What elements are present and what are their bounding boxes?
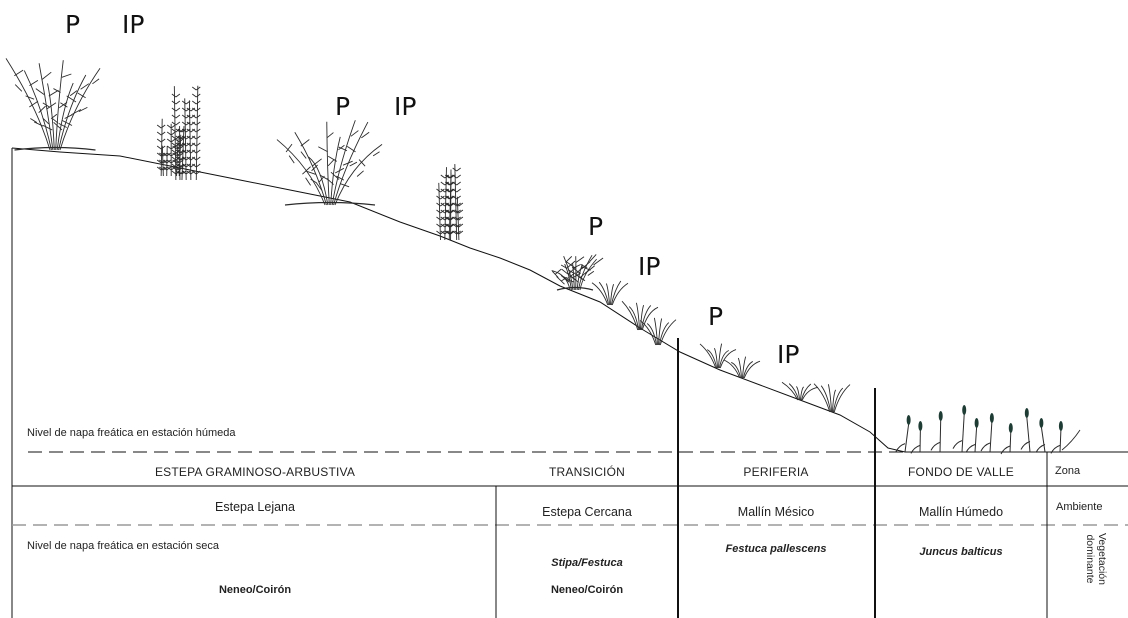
plant-label-p-3: P (588, 212, 603, 241)
zone-periferia: PERIFERIA (678, 465, 874, 479)
rush-juncus-4 (953, 405, 966, 452)
grass-p-4b (724, 357, 760, 378)
plant-label-ip-2: IP (394, 92, 416, 121)
rush-juncus-10 (1051, 421, 1063, 453)
herb-ip-1 (172, 86, 200, 180)
rush-juncus-8 (1021, 408, 1030, 452)
ambiente-estepa-lejana: Estepa Lejana (14, 500, 496, 514)
grass-ip-3 (622, 301, 658, 330)
vegetation-transicion-neneo-coiron: Neneo/Coirón (497, 584, 677, 596)
rush-juncus-2 (911, 421, 922, 453)
vegetation-transicion-stipa-festuca: Stipa/Festuca (497, 557, 677, 569)
ambiente-mallin-mesico: Mallín Mésico (678, 505, 874, 519)
plant-label-ip-3: IP (638, 252, 660, 281)
vegetation-fondo-juncus-balticus: Juncus balticus (875, 546, 1047, 558)
rush-juncus-5 (966, 418, 979, 453)
wet-season-water-table-label: Nivel de napa freática en estación húmed… (27, 427, 236, 439)
shrub-p-2 (277, 120, 382, 205)
vegetation-periferia-festuca-pallescens: Festuca pallescens (678, 543, 874, 555)
shrub-p-1 (6, 58, 100, 150)
rush-juncus-6 (981, 413, 994, 452)
plant-label-p-1: P (65, 10, 80, 39)
plant-label-p-4: P (708, 302, 723, 331)
rush-juncus-1 (896, 415, 911, 452)
row-header-ambiente: Ambiente (1056, 501, 1102, 513)
rush-leaf (1062, 430, 1080, 450)
dry-season-water-table-label: Nivel de napa freática en estación seca (27, 540, 219, 552)
zone-transicion: TRANSICIÓN (497, 465, 677, 479)
herb-ip-2 (436, 164, 462, 240)
zone-fondo-de-valle: FONDO DE VALLE (875, 465, 1047, 479)
rush-juncus-7 (1001, 423, 1013, 454)
shrub-p-3 (552, 254, 603, 290)
row-header-vegetacion-line1: Vegetación (1096, 533, 1108, 585)
ambiente-mallin-humedo: Mallín Húmedo (875, 505, 1047, 519)
grass-4c (782, 382, 818, 400)
plant-label-ip-4: IP (777, 340, 799, 369)
vegetation-drawings (6, 58, 1080, 454)
row-header-vegetacion-line2: dominante (1084, 534, 1096, 583)
vegetation-estepa-neneo-coiron: Neneo/Coirón (14, 584, 496, 596)
plant-label-p-2: P (335, 92, 350, 121)
terrain-slope-line (12, 148, 1128, 452)
ambiente-estepa-cercana: Estepa Cercana (497, 505, 677, 519)
rush-juncus-9 (1036, 418, 1045, 453)
row-header-zona: Zona (1055, 465, 1080, 477)
rush-juncus-3 (931, 411, 943, 452)
zone-estepa-graminoso-arbustiva: ESTEPA GRAMINOSO-ARBUSTIVA (14, 465, 496, 479)
plant-label-ip-1: IP (122, 10, 144, 39)
